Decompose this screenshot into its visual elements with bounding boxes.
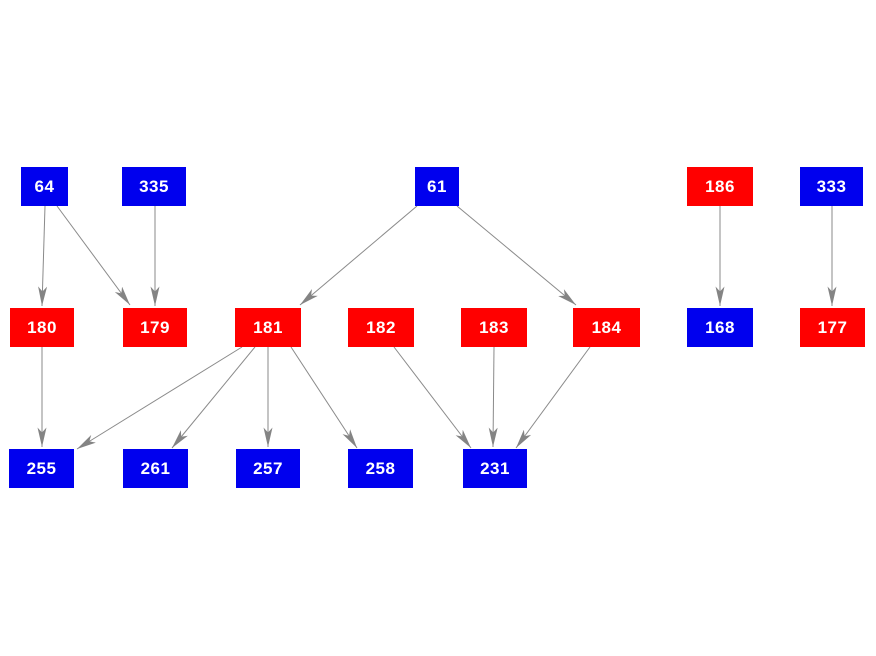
edge-64-180	[38, 205, 48, 307]
edge-181-261	[171, 346, 256, 449]
node-label: 180	[27, 318, 57, 337]
node-label: 61	[427, 177, 447, 196]
node-label: 179	[140, 318, 170, 337]
node-231: 231	[463, 449, 527, 488]
node-61: 61	[415, 167, 459, 206]
node-168: 168	[687, 308, 753, 347]
node-261: 261	[123, 449, 188, 488]
node-182: 182	[348, 308, 414, 347]
node-label: 182	[366, 318, 396, 337]
node-label: 168	[705, 318, 735, 337]
edge-181-258	[290, 346, 358, 449]
node-186: 186	[687, 167, 753, 206]
node-255: 255	[9, 449, 74, 488]
node-177: 177	[800, 308, 865, 347]
node-label: 183	[479, 318, 509, 337]
node-label: 333	[816, 177, 847, 196]
node-label: 255	[26, 459, 57, 478]
node-label: 261	[140, 459, 171, 478]
edge-61-184	[456, 205, 577, 306]
node-183: 183	[461, 308, 527, 347]
node-label: 257	[253, 459, 283, 478]
node-label: 64	[34, 177, 55, 196]
node-257: 257	[236, 449, 300, 488]
node-181: 181	[235, 308, 301, 347]
node-label: 184	[591, 318, 622, 337]
edge-182-231	[393, 346, 472, 449]
node-label: 335	[139, 177, 169, 196]
edge-61-181	[299, 205, 418, 306]
edge-181-255	[76, 346, 243, 450]
node-label: 231	[480, 459, 510, 478]
node-184: 184	[573, 308, 640, 347]
node-258: 258	[348, 449, 413, 488]
node-label: 258	[365, 459, 396, 478]
node-179: 179	[123, 308, 187, 347]
edge-64-179	[56, 205, 131, 306]
node-333: 333	[800, 167, 863, 206]
node-label: 181	[253, 318, 283, 337]
node-label: 186	[705, 177, 735, 196]
edge-183-231	[488, 346, 498, 448]
node-64: 64	[21, 167, 68, 206]
node-label: 177	[817, 318, 848, 337]
edge-184-231	[515, 346, 591, 449]
node-335: 335	[122, 167, 186, 206]
node-180: 180	[10, 308, 74, 347]
